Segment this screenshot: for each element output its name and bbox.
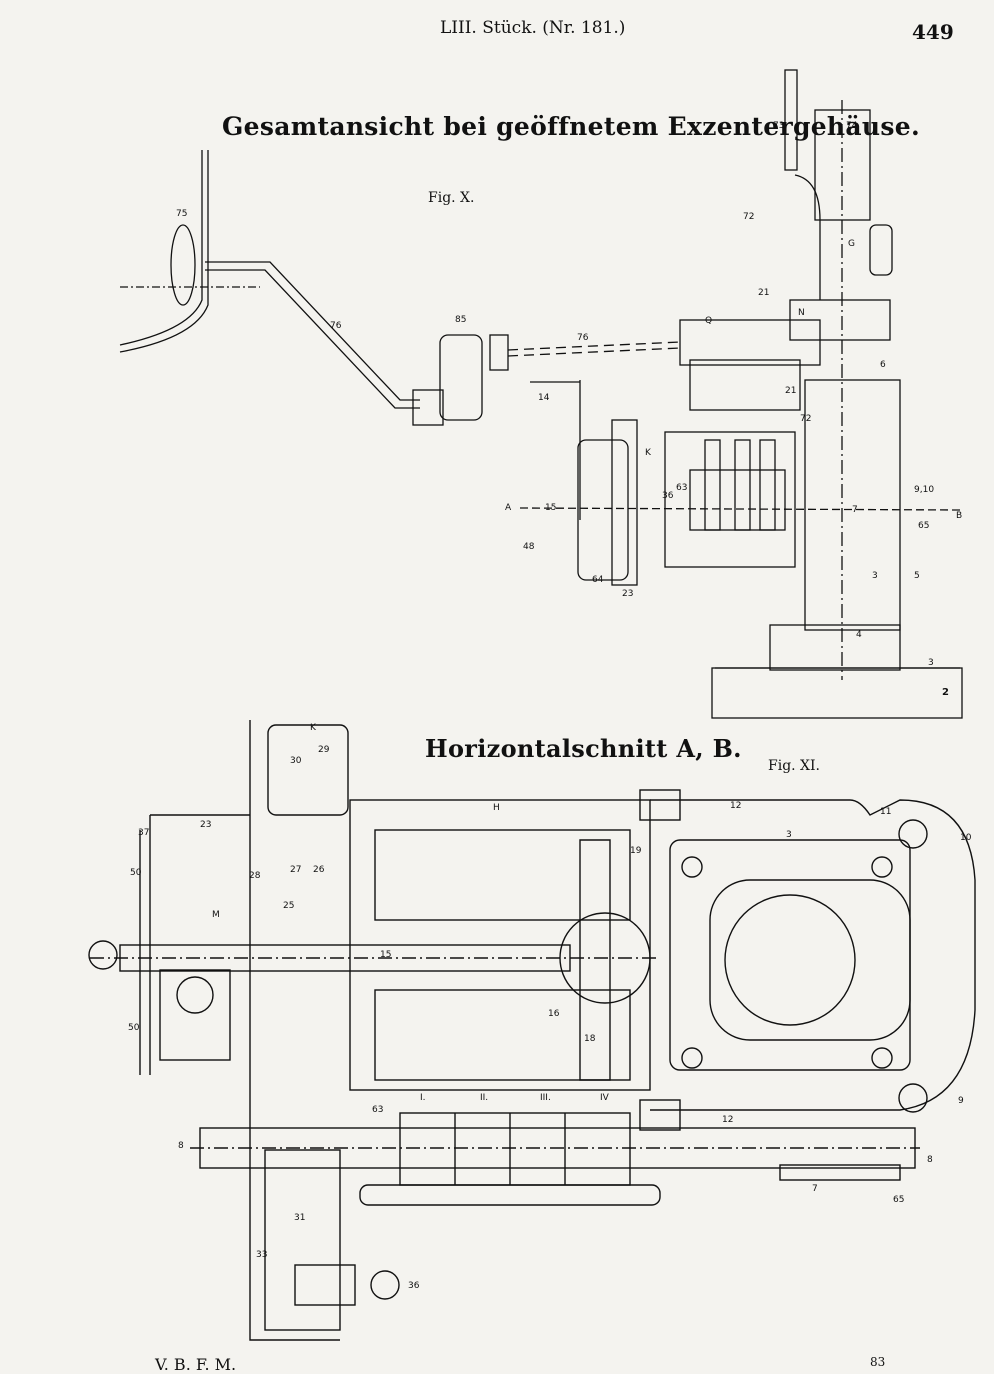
- fig11-label: 19: [630, 846, 642, 856]
- fig10-label: 14: [538, 393, 550, 403]
- figure-11-drawing: K 29 30 H 12 23 37 11 10 3 28 27 26 19 5…: [88, 720, 976, 1341]
- figure-10-caption: Fig. X.: [428, 190, 475, 206]
- fig11-label: IV: [600, 1093, 610, 1103]
- fig11-label: 23: [200, 820, 211, 830]
- fig11-label: 8: [178, 1141, 184, 1151]
- fig11-label: 29: [318, 745, 330, 755]
- fig11-label: 3: [786, 830, 792, 840]
- fig11-label: 12: [730, 801, 741, 811]
- fig11-label: 50: [130, 868, 142, 878]
- fig11-label: 50: [128, 1023, 140, 1033]
- fig10-label: 3: [872, 571, 878, 581]
- fig11-label: H: [493, 803, 500, 813]
- fig11-label: 25: [283, 901, 294, 911]
- fig10-label: 75: [176, 209, 187, 219]
- fig11-label: 9: [958, 1096, 964, 1106]
- fig10-label: 63: [676, 483, 687, 493]
- fig11-label: 37: [138, 828, 149, 838]
- fig11-label: 12: [722, 1115, 733, 1125]
- fig10-label: 48: [523, 542, 535, 552]
- fig11-label: 65: [893, 1195, 904, 1205]
- fig10-label: 64: [592, 575, 604, 585]
- fig10-label: 72: [743, 212, 754, 222]
- fig10-label: A: [505, 503, 512, 513]
- fig10-label: 15: [545, 503, 556, 513]
- fig11-label: 33: [256, 1250, 267, 1260]
- figure-11-caption: Fig. XI.: [768, 758, 821, 774]
- fig10-label: 85: [455, 315, 466, 325]
- fig11-label: 8: [927, 1155, 933, 1165]
- fig10-label: N: [798, 308, 805, 318]
- fig11-label: 63: [372, 1105, 383, 1115]
- fig11-label: 31: [294, 1213, 305, 1223]
- fig11-label: 11: [880, 807, 891, 817]
- page-number: 449: [912, 20, 954, 44]
- fig11-label: 10: [960, 833, 972, 843]
- footer-left: V. B. F. M.: [155, 1355, 237, 1374]
- fig11-label: 16: [548, 1009, 560, 1019]
- fig11-label: 27: [290, 865, 301, 875]
- fig11-label: 15: [380, 950, 391, 960]
- fig10-label: 6: [880, 360, 886, 370]
- fig10-label: 72: [800, 414, 811, 424]
- fig11-label: I.: [420, 1093, 426, 1103]
- fig10-label: 4: [856, 630, 862, 640]
- fig11-label: 18: [584, 1034, 596, 1044]
- fig10-label: B: [956, 511, 962, 521]
- fig10-label: Q: [705, 316, 712, 326]
- fig10-label: 23: [622, 589, 633, 599]
- fig11-label: II.: [480, 1093, 488, 1103]
- fig10-label: G: [848, 239, 855, 249]
- fig10-label: 73: [773, 121, 784, 131]
- figure-10-title: Gesamtansicht bei geöffnetem Exzentergeh…: [222, 112, 920, 141]
- fig10-label: 76: [577, 333, 589, 343]
- fig10-label: 65: [918, 521, 929, 531]
- fig10-label: 76: [330, 321, 342, 331]
- fig10-label: 3: [928, 658, 934, 668]
- figure-10-drawing: 73 74 72 G 75 21 85 Q N 76 76 6 14 21 72…: [119, 69, 963, 719]
- fig11-label: 7: [812, 1184, 818, 1194]
- footer-right: 83: [870, 1355, 886, 1369]
- figure-11-title: Horizontalschnitt A, B.: [425, 734, 742, 763]
- fig11-label: 30: [290, 756, 302, 766]
- fig10-label: 7: [852, 505, 858, 515]
- fig11-label: M: [212, 910, 220, 920]
- fig11-label: K: [310, 723, 317, 733]
- fig11-label: III.: [540, 1093, 551, 1103]
- fig10-label: K: [645, 448, 652, 458]
- fig10-label: 36: [662, 491, 674, 501]
- fig10-label: 2: [942, 687, 949, 698]
- fig10-label: 21: [785, 386, 796, 396]
- fig10-label: 9,10: [914, 485, 934, 495]
- fig11-label: 28: [249, 871, 261, 881]
- fig10-label: 74: [846, 121, 858, 131]
- fig11-label: 36: [408, 1281, 420, 1291]
- fig11-label: 26: [313, 865, 325, 875]
- fig10-label: 5: [914, 571, 920, 581]
- running-header: LIII. Stück. (Nr. 181.): [440, 18, 626, 38]
- fig10-label: 21: [758, 288, 769, 298]
